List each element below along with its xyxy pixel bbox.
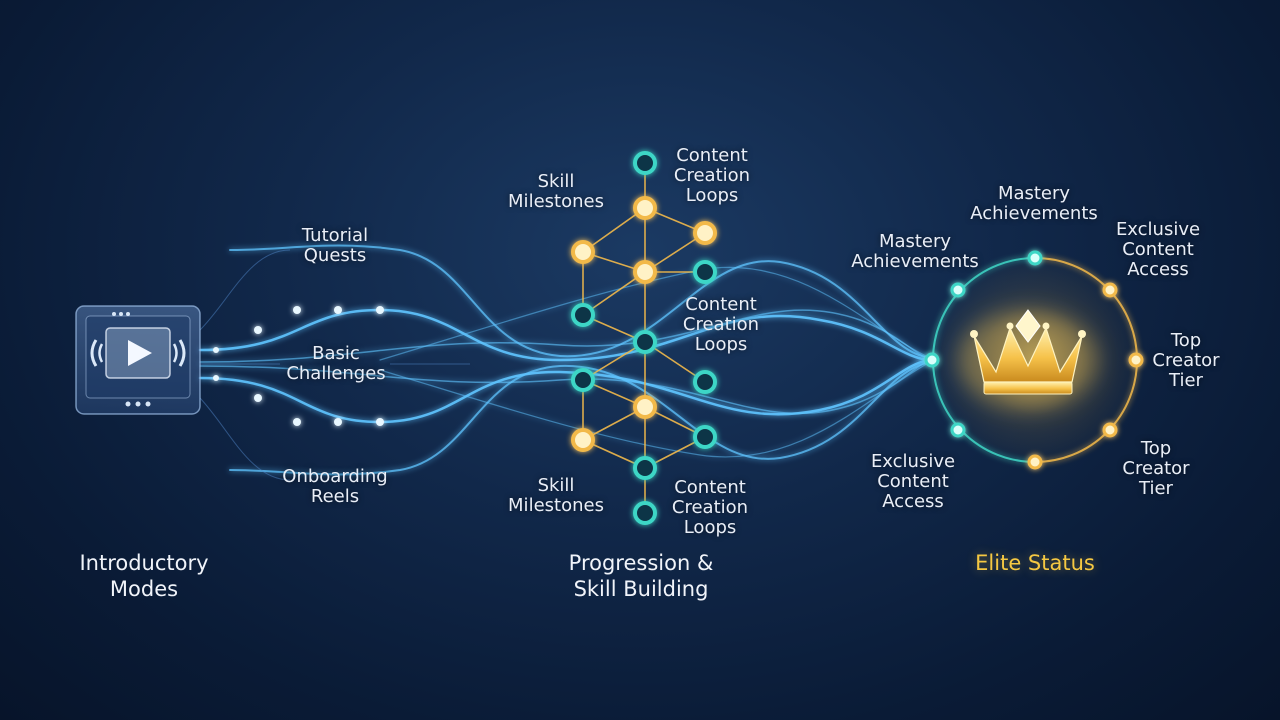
label-content-creation-top: Content Creation Loops — [673, 145, 751, 206]
flow-line — [229, 361, 931, 476]
label-top-creator-bottom: Top Creator Tier — [1122, 438, 1190, 499]
teal-node — [693, 425, 717, 449]
network-edge — [582, 271, 646, 316]
section-title-intro: Introductory Modes — [79, 551, 209, 601]
label-skill-milestones-bottom: Skill Milestones — [508, 475, 604, 516]
gold-node — [571, 428, 595, 452]
flow-dot — [254, 326, 262, 334]
teal-node — [1027, 250, 1043, 266]
network-edge — [582, 341, 646, 381]
teal-node — [924, 352, 940, 368]
flow-dot — [213, 347, 219, 353]
intro-dots — [213, 306, 384, 426]
section-title-elite: Elite Status — [975, 551, 1095, 575]
teal-node — [571, 303, 595, 327]
flow-line — [199, 360, 931, 415]
flow-line — [229, 244, 931, 359]
teal-node — [693, 370, 717, 394]
label-basic-challenges: Basic Challenges — [286, 343, 386, 384]
flow-line — [198, 358, 932, 424]
label-content-creation-bottom: Content Creation Loops — [671, 477, 749, 538]
flow-dot — [254, 394, 262, 402]
guide-line — [199, 397, 291, 481]
teal-node — [633, 501, 657, 525]
section-title-progression: Progression & Skill Building — [568, 551, 714, 601]
gold-node — [693, 221, 717, 245]
guide-lines — [199, 249, 470, 481]
label-tutorial-quests: Tutorial Quests — [301, 225, 369, 266]
gold-node — [633, 196, 657, 220]
gold-node — [571, 240, 595, 264]
gold-node — [1102, 422, 1118, 438]
teal-node — [633, 456, 657, 480]
gold-node — [633, 260, 657, 284]
crown-icon — [958, 309, 1098, 410]
gold-node — [1128, 352, 1144, 368]
flow-dot — [376, 306, 384, 314]
teal-node — [950, 282, 966, 298]
label-top-creator-right: Top Creator Tier — [1152, 330, 1220, 391]
teal-node — [633, 151, 657, 175]
teal-node — [571, 368, 595, 392]
label-skill-milestones-top: Skill Milestones — [508, 171, 604, 212]
gold-node — [1027, 454, 1043, 470]
flow-dot — [376, 418, 384, 426]
guide-line — [199, 249, 291, 331]
label-mastery-achievements-left: Mastery Achievements — [851, 231, 979, 272]
flow-dot — [293, 418, 301, 426]
network-edge — [582, 207, 646, 253]
flow-dot — [334, 306, 342, 314]
flow-line — [198, 308, 932, 362]
label-mastery-achievements-top: Mastery Achievements — [970, 183, 1098, 224]
flow-dot — [293, 306, 301, 314]
flow-line — [379, 361, 931, 458]
gold-node — [1102, 282, 1118, 298]
network-nodes — [571, 151, 717, 525]
flow-dot — [213, 375, 219, 381]
teal-node — [950, 422, 966, 438]
label-exclusive-content-top: Exclusive Content Access — [1115, 219, 1201, 280]
gold-node — [633, 395, 657, 419]
teal-node — [633, 330, 657, 354]
flow-dot — [334, 418, 342, 426]
network-edge — [644, 341, 706, 383]
video-player-icon — [75, 305, 201, 415]
label-exclusive-content-bottom: Exclusive Content Access — [870, 451, 956, 512]
label-content-creation-mid: Content Creation Loops — [682, 294, 760, 355]
teal-node — [693, 260, 717, 284]
label-onboarding-reels: Onboarding Reels — [282, 466, 388, 507]
